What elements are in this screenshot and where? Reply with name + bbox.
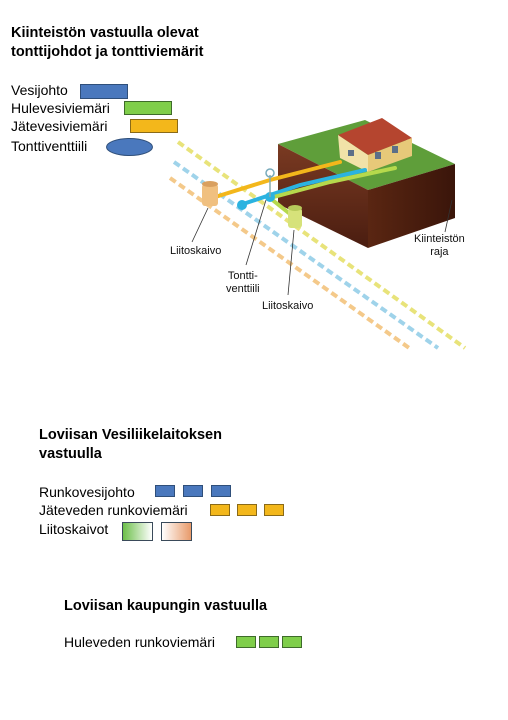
top-title: Kiinteistön vastuulla olevat tonttijohdo… [11,24,204,62]
leader-lines [191,199,453,296]
label-liitoskaivo-right: Liitoskaivo [262,300,314,312]
liitoskaivo-orange-swatch [161,522,192,541]
middle-title: Loviisan Vesiliikelaitoksen vastuulla [39,426,222,464]
bottom-title: Loviisan kaupungin vastuulla [64,598,268,614]
pipe-hulevesi [268,166,397,200]
liitoskaivot-label: Liitoskaivot [39,521,109,537]
jateveden-swatch-1 [210,504,230,516]
manhole-green [288,205,302,228]
runkovesijohto-label: Runkovesijohto [39,484,135,500]
label-tonttiventtiili: Tontti- venttiili [226,270,260,296]
property-illustration [168,118,467,352]
label-kiinteiston-raja: Kiinteistön raja [414,233,465,259]
jateveden-swatch-2 [237,504,257,516]
valve-1 [237,200,247,210]
runkovesijohto-swatch-1 [155,485,175,497]
liitoskaivo-green-swatch [122,522,153,541]
legend-hulevesiviemari-swatch [124,101,172,115]
label-kiinteiston-raja-line1: Kiinteistön [414,233,465,245]
middle-title-line2: vastuulla [39,446,102,462]
soil-side [368,164,455,248]
legend-hulevesiviemari-label: Hulevesiviemäri [11,100,110,116]
runkovesijohto-swatch-2 [183,485,203,497]
label-tonttiventtiili-line2: venttiili [226,283,260,295]
legend-jatevesiviemari-swatch [130,119,178,133]
runkovesijohto-swatch-3 [211,485,231,497]
label-tonttiventtiili-line1: Tontti- [227,270,258,282]
jateveden-swatch-3 [264,504,284,516]
huleveden-swatch-1 [236,636,256,648]
label-kiinteiston-raja-line2: raja [430,246,449,258]
huleveden-swatch-2 [259,636,279,648]
huleveden-runkoviemari-label: Huleveden runkoviemäri [64,634,215,650]
label-liitoskaivo-left: Liitoskaivo [170,245,222,257]
legend-tonttiventtiili-label: Tonttiventtiili [11,138,88,154]
main-green-dashed [176,140,467,350]
legend-vesijohto-swatch [80,84,128,99]
legend-tonttiventtiili-swatch [106,138,153,156]
soil-front [278,144,368,248]
manhole-orange [202,181,218,206]
house [338,118,412,172]
legend-vesijohto-label: Vesijohto [11,82,68,98]
legend-jatevesiviemari-label: Jätevesiviemäri [11,118,108,134]
middle-title-line1: Loviisan Vesiliikelaitoksen [39,427,222,443]
main-blue-dashed [172,160,440,350]
top-title-line1: Kiinteistön vastuulla olevat [11,25,199,41]
jateveden-runkoviemari-label: Jäteveden runkoviemäri [39,502,188,518]
top-title-line2: tonttijohdot ja tonttiviemärit [11,44,204,60]
huleveden-swatch-3 [282,636,302,648]
pipe-vesijohto [238,168,367,207]
